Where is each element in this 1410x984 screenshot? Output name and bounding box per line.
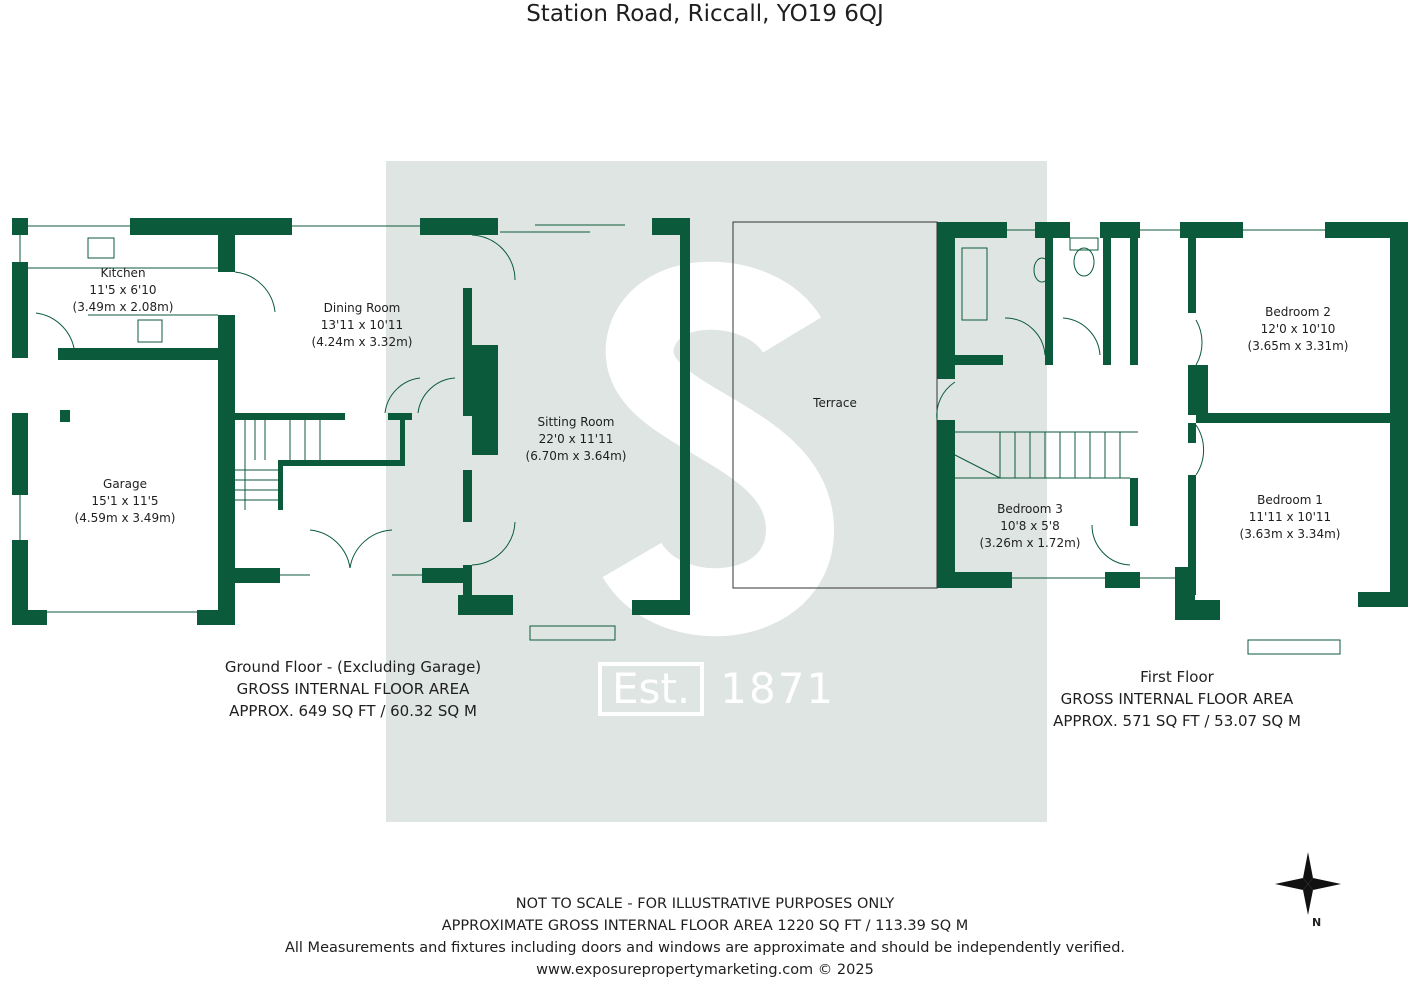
room-dining-room: Dining Room 13'11 x 10'11 (4.24m x 3.32m… — [312, 300, 413, 351]
room-imperial: 12'0 x 10'10 — [1260, 322, 1336, 336]
room-metric: (3.65m x 3.31m) — [1247, 339, 1349, 353]
room-name: Garage — [103, 477, 147, 491]
room-bedroom-1: Bedroom 1 11'11 x 10'11 (3.63m x 3.34m) — [1240, 492, 1341, 543]
page-title: Station Road, Riccall, YO19 6QJ — [526, 1, 884, 27]
first-floor-details — [732, 221, 1341, 655]
footer-total-area: APPROXIMATE GROSS INTERNAL FLOOR AREA 12… — [441, 918, 969, 934]
footer-disclaimer: NOT TO SCALE - FOR ILLUSTRATIVE PURPOSES… — [515, 896, 895, 912]
first-floor-area: First Floor GROSS INTERNAL FLOOR AREA AP… — [1053, 666, 1301, 732]
room-metric: (6.70m x 3.64m) — [525, 449, 627, 463]
footer-website: www.exposurepropertymarketing.com © 2025 — [536, 962, 874, 978]
footer: NOT TO SCALE - FOR ILLUSTRATIVE PURPOSES… — [0, 893, 1410, 981]
room-name: Terrace — [813, 396, 857, 410]
ground-floor-details — [19, 224, 625, 641]
room-metric: (3.63m x 3.34m) — [1239, 527, 1341, 541]
room-garage: Garage 15'1 x 11'5 (4.59m x 3.49m) — [75, 476, 176, 527]
room-imperial: 10'8 x 5'8 — [1000, 519, 1060, 533]
room-imperial: 22'0 x 11'11 — [538, 432, 614, 446]
watermark-est-logo: Est. 1871 — [598, 662, 835, 716]
room-imperial: 13'11 x 10'11 — [320, 318, 404, 332]
area-value: APPROX. 649 SQ FT / 60.32 SQ M — [229, 702, 477, 720]
est-label: Est. — [598, 662, 705, 716]
room-name: Bedroom 3 — [997, 502, 1063, 516]
room-kitchen: Kitchen 11'5 x 6'10 (3.49m x 2.08m) — [73, 265, 174, 316]
est-year: 1871 — [720, 664, 836, 713]
room-imperial: 15'1 x 11'5 — [91, 494, 159, 508]
area-label: GROSS INTERNAL FLOOR AREA — [236, 680, 470, 698]
compass-icon — [1275, 852, 1341, 915]
room-imperial: 11'5 x 6'10 — [89, 283, 157, 297]
room-name: Sitting Room — [537, 415, 615, 429]
ground-floor-area: Ground Floor - (Excluding Garage) GROSS … — [225, 656, 481, 722]
room-name: Kitchen — [100, 266, 146, 280]
room-name: Bedroom 2 — [1265, 305, 1331, 319]
room-sitting-room: Sitting Room 22'0 x 11'11 (6.70m x 3.64m… — [526, 414, 627, 465]
room-name: Dining Room — [323, 301, 401, 315]
room-imperial: 11'11 x 10'11 — [1248, 510, 1332, 524]
area-value: APPROX. 571 SQ FT / 53.07 SQ M — [1053, 712, 1301, 730]
area-heading: First Floor — [1140, 668, 1214, 686]
room-terrace: Terrace — [813, 395, 857, 412]
room-metric: (4.59m x 3.49m) — [74, 511, 176, 525]
area-label: GROSS INTERNAL FLOOR AREA — [1060, 690, 1294, 708]
room-metric: (4.24m x 3.32m) — [311, 335, 413, 349]
footer-note: All Measurements and fixtures including … — [284, 940, 1126, 956]
first-floor-walls — [937, 222, 1408, 620]
room-bedroom-3: Bedroom 3 10'8 x 5'8 (3.26m x 1.72m) — [980, 501, 1081, 552]
room-bedroom-2: Bedroom 2 12'0 x 10'10 (3.65m x 3.31m) — [1248, 304, 1349, 355]
room-metric: (3.26m x 1.72m) — [979, 536, 1081, 550]
area-heading: Ground Floor - (Excluding Garage) — [224, 658, 482, 676]
watermark-s-logo — [602, 261, 835, 637]
ground-floor-walls — [12, 218, 690, 625]
room-metric: (3.49m x 2.08m) — [72, 300, 174, 314]
compass-north-label: N — [1312, 916, 1322, 929]
room-name: Bedroom 1 — [1257, 493, 1323, 507]
